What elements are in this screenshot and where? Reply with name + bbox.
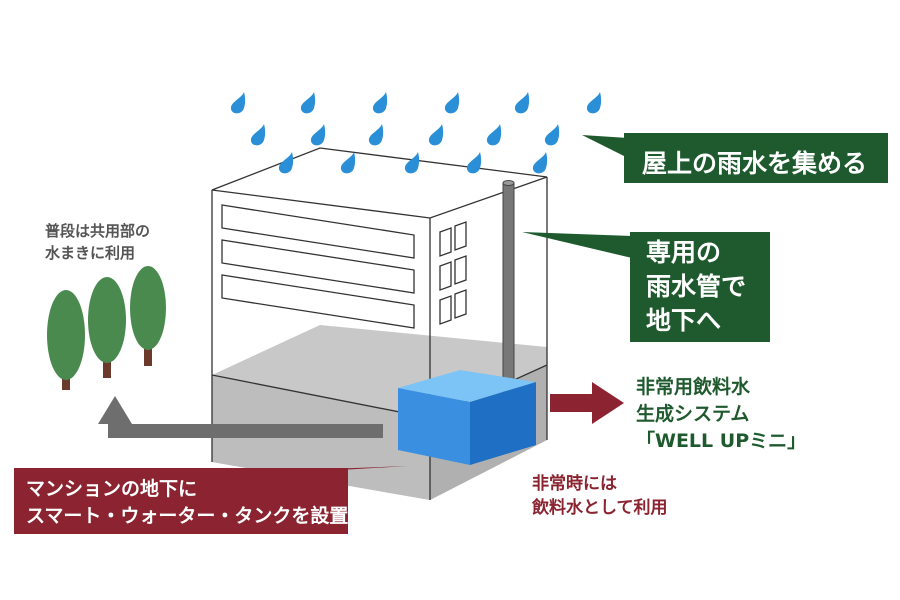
red-arrow-right bbox=[550, 382, 624, 424]
raindrop-icon bbox=[404, 152, 420, 174]
raindrop-icon bbox=[586, 92, 602, 114]
rain-group bbox=[230, 92, 602, 174]
raindrop-icon bbox=[486, 124, 502, 146]
raindrop-icon bbox=[250, 124, 266, 146]
system-line: 「WELL UPミニ」 bbox=[636, 430, 807, 452]
raindrop-icon bbox=[310, 124, 326, 146]
raindrop-icon bbox=[300, 92, 316, 114]
raindrop-icon bbox=[514, 92, 530, 114]
tree-icon bbox=[130, 266, 166, 366]
emergency-use-text: 非常時には 飲料水として利用 bbox=[532, 472, 668, 520]
rain-pipe bbox=[502, 180, 515, 394]
drinking-water-system-text: 非常用飲料水 生成システム 「WELL UPミニ」 bbox=[636, 374, 806, 455]
raindrop-icon bbox=[466, 152, 482, 174]
emergency-line: 飲料水として利用 bbox=[532, 498, 668, 518]
tree-icon bbox=[47, 290, 85, 390]
common-use-line: 普段は共用部の bbox=[45, 222, 151, 240]
raindrop-icon bbox=[230, 92, 246, 114]
roof-callout-pointer bbox=[582, 135, 628, 158]
raindrop-icon bbox=[372, 92, 388, 114]
raindrop-icon bbox=[444, 92, 460, 114]
raindrop-icon bbox=[544, 124, 560, 146]
raindrop-icon bbox=[368, 124, 384, 146]
tank-label-line: スマート・ウォーター・タンクを設置 bbox=[26, 505, 349, 527]
emergency-line: 非常時には bbox=[532, 474, 617, 494]
pipe-label-line: 雨水管で bbox=[646, 272, 747, 301]
common-use-text: 普段は共用部の 水まきに利用 bbox=[45, 220, 150, 264]
raindrop-icon bbox=[532, 152, 548, 174]
building-icon bbox=[211, 147, 548, 500]
raindrop-icon bbox=[340, 152, 356, 174]
system-line: 非常用飲料水 bbox=[636, 376, 751, 398]
pipe-label-line: 地下へ bbox=[646, 306, 722, 335]
tank-label-line: マンションの地下に bbox=[26, 478, 198, 500]
pipe-callout-pointer bbox=[522, 232, 632, 258]
water-tank-icon bbox=[398, 370, 536, 465]
tank-install-label: マンションの地下に スマート・ウォーター・タンクを設置 bbox=[14, 468, 348, 534]
roof-label-text: 屋上の雨水を集める bbox=[642, 149, 868, 178]
common-use-line: 水まきに利用 bbox=[45, 244, 136, 262]
raindrop-icon bbox=[428, 124, 444, 146]
roof-collection-label: 屋上の雨水を集める bbox=[624, 133, 888, 183]
raindrop-icon bbox=[278, 152, 294, 174]
gray-arrow-left bbox=[98, 396, 383, 438]
tree-icon bbox=[88, 277, 126, 378]
pipe-label-line: 専用の bbox=[646, 238, 722, 267]
rain-pipe-label: 専用の 雨水管で 地下へ bbox=[630, 232, 770, 342]
system-line: 生成システム bbox=[636, 403, 750, 425]
